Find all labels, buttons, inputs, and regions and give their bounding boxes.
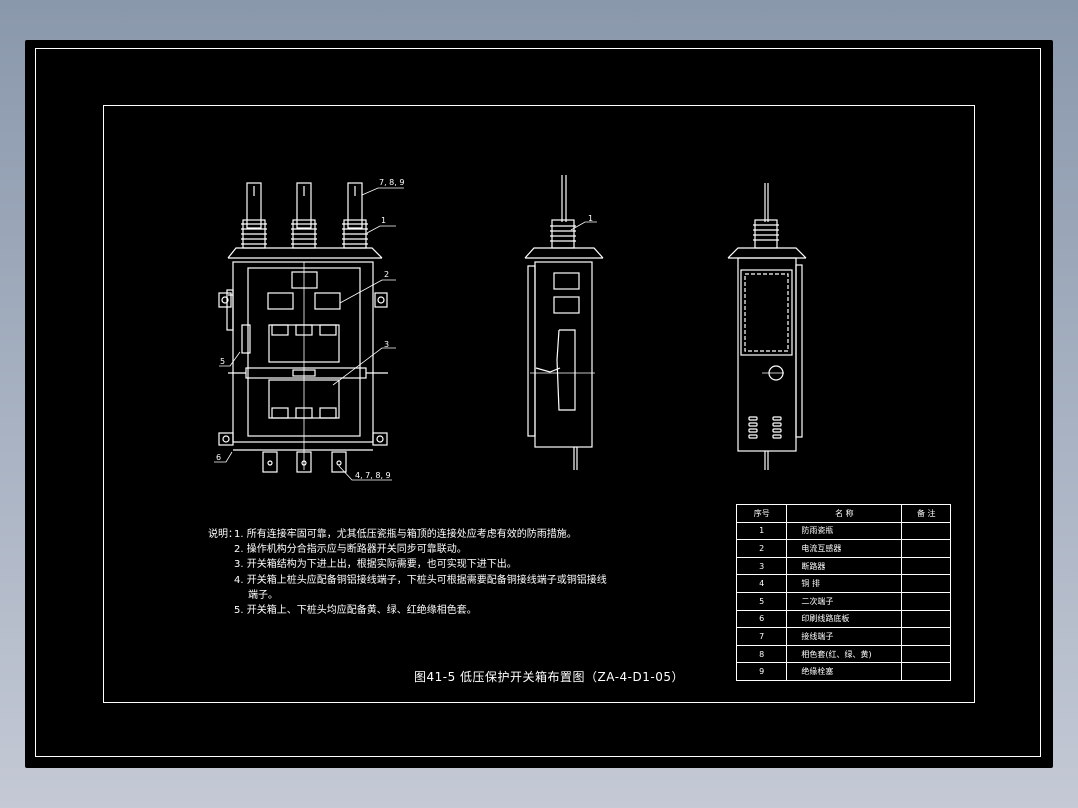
drawing-sheet — [25, 40, 1053, 768]
insulator-sheds-icon — [241, 219, 368, 249]
header-name: 名 称 — [786, 504, 903, 523]
door-view — [727, 183, 807, 470]
callout-2: 2 — [384, 270, 390, 279]
note-item: 4. 开关箱上桩头应配备铜铝接线端子，下桩头可根据需要配备铜接线端子或铜铝接线 — [234, 574, 607, 586]
notes-heading: 说明： — [208, 529, 238, 540]
callout-side-1: 1 — [588, 214, 594, 223]
note-item: 3. 开关箱结构为下进上出，根据实际需要，也可实现下进下出。 — [234, 559, 517, 571]
inner-title-frame — [103, 105, 975, 703]
callout-5: 5 — [220, 357, 226, 366]
note-item: 2. 操作机构分合指示应与断路器开关同步可靠联动。 — [234, 544, 467, 556]
side-view — [524, 175, 604, 470]
table-header-row: 序号 名 称 备 注 — [735, 504, 951, 523]
callout-6: 6 — [216, 453, 222, 462]
drawing-caption: 图41-5 低压保护开关箱布置图（ZA-4-D1-05） — [414, 670, 684, 684]
note-item: 5. 开关箱上、下桩头均应配备黄、绿、红绝缘相色套。 — [234, 605, 477, 617]
callout-3: 3 — [384, 340, 390, 349]
outer-border-frame — [35, 48, 1041, 757]
callout-4-7-8-9-bottom: 4, 7, 8, 9 — [355, 471, 391, 480]
callout-7-8-9-top: 7, 8, 9 — [379, 178, 405, 187]
header-remark: 备 注 — [901, 504, 951, 523]
callout-1: 1 — [381, 216, 387, 225]
drawing-notes: 说明： 1. 所有连接牢固可靠，尤其低压瓷瓶与箱顶的连接处应考虑有效的防雨措施。… — [208, 527, 607, 618]
note-item: 1. 所有连接牢固可靠，尤其低压瓷瓶与箱顶的连接处应考虑有效的防雨措施。 — [234, 529, 577, 540]
header-no: 序号 — [735, 504, 788, 523]
note-item-continuation: 端子。 — [248, 589, 278, 601]
front-view — [214, 182, 404, 481]
